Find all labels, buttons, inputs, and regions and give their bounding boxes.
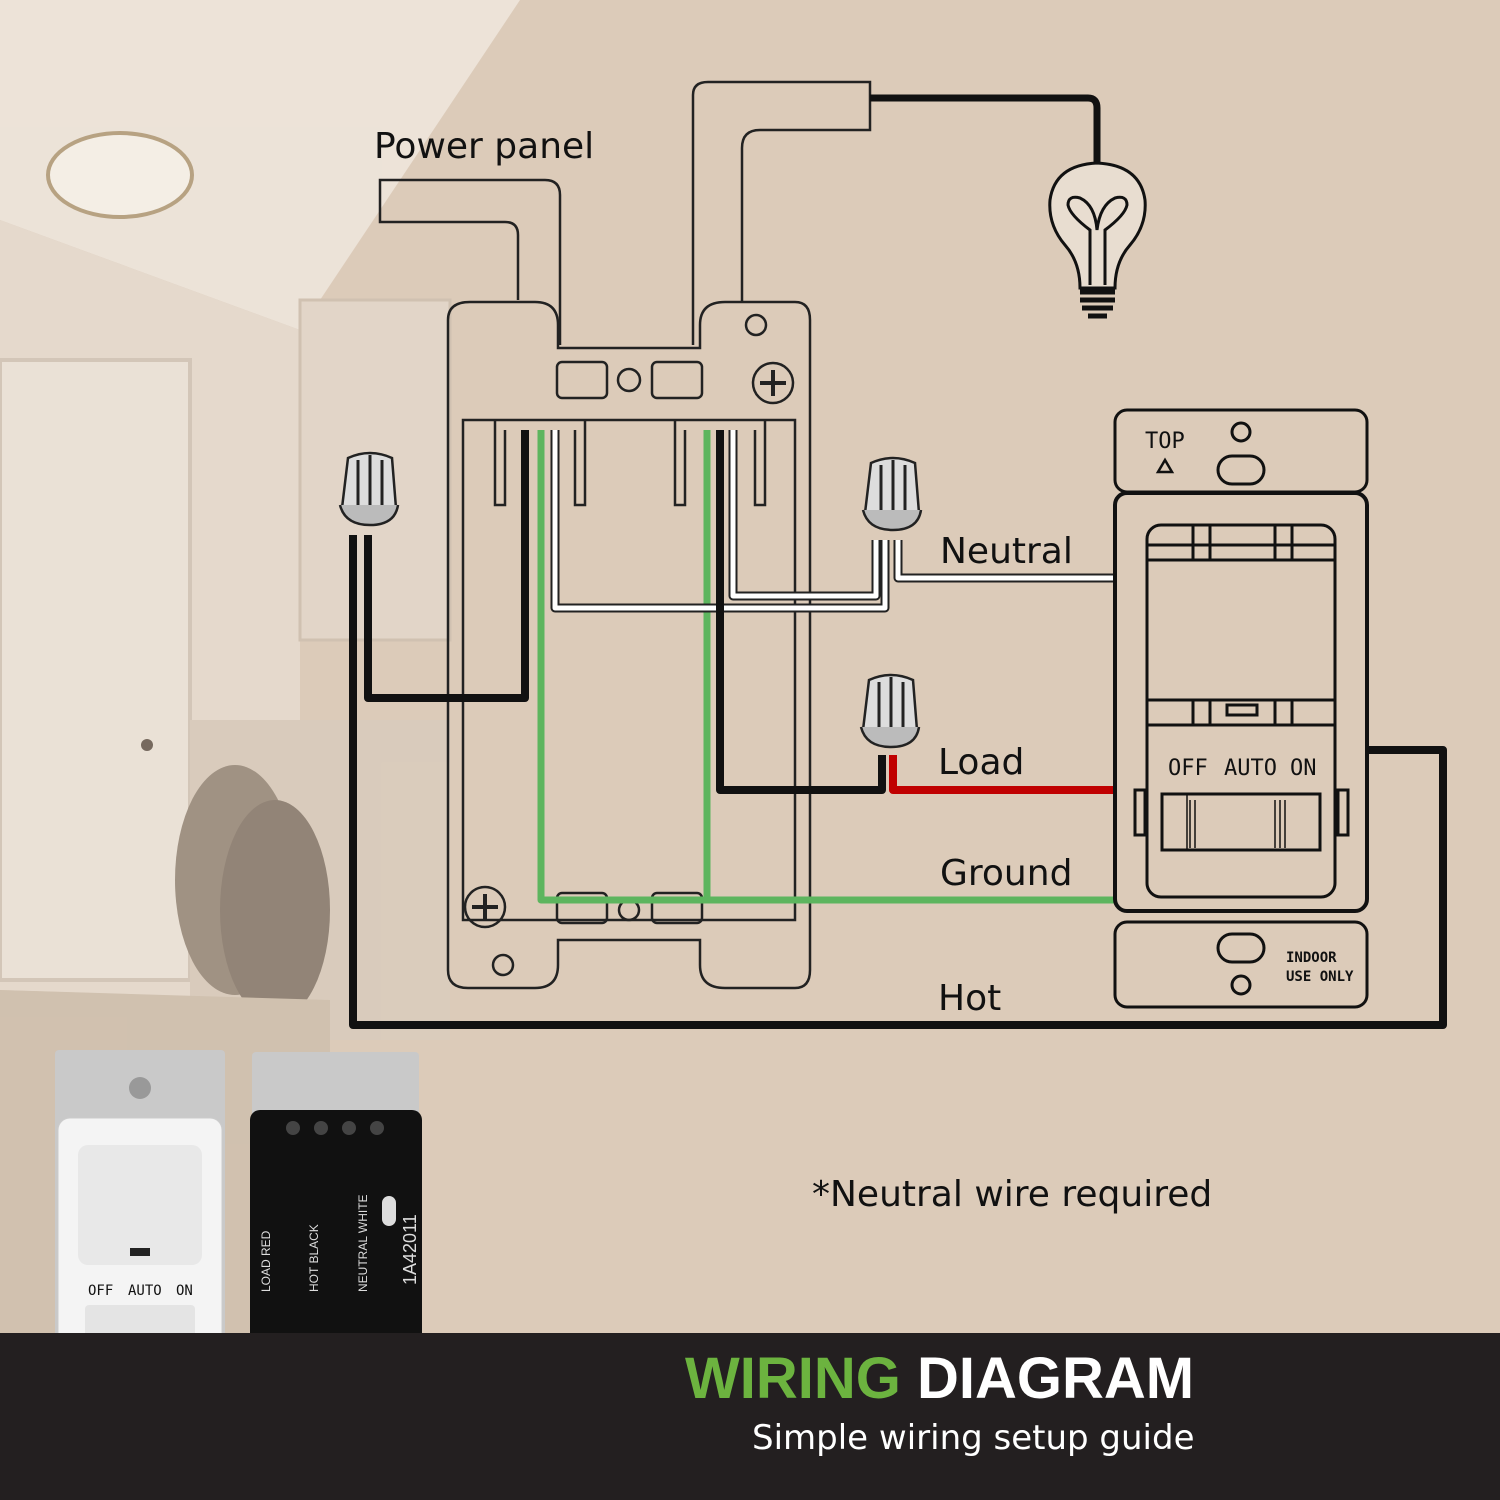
banner-title-rest: DIAGRAM bbox=[916, 1346, 1195, 1411]
wire-to-lamp bbox=[870, 94, 1101, 168]
model-number: 1A42011 bbox=[400, 1214, 420, 1285]
indoor-label-2: USE ONLY bbox=[1286, 969, 1354, 985]
footer-banner bbox=[0, 1333, 1500, 1500]
wire-ground bbox=[537, 430, 1115, 904]
note-neutral-required: *Neutral wire required bbox=[812, 1174, 1212, 1215]
wire-load bbox=[889, 755, 1115, 794]
terminal-hot-black: HOT BLACK bbox=[307, 1224, 321, 1292]
switch-mode-on: ON bbox=[1290, 756, 1317, 781]
front-mode-auto: AUTO bbox=[128, 1283, 162, 1299]
wire-hot-box bbox=[364, 430, 529, 702]
switch-mode-off: OFF bbox=[1168, 756, 1208, 781]
motion-sensor-switch bbox=[1113, 408, 1369, 1009]
label-hot: Hot bbox=[938, 978, 1001, 1019]
switch-top-label: TOP bbox=[1145, 429, 1185, 454]
label-ground: Ground bbox=[940, 853, 1072, 894]
front-mode-off: OFF bbox=[88, 1283, 113, 1299]
indoor-label-1: INDOOR bbox=[1286, 950, 1337, 966]
wire-nut-icon bbox=[861, 456, 923, 532]
label-power-panel: Power panel bbox=[374, 126, 594, 167]
label-neutral: Neutral bbox=[940, 531, 1073, 572]
terminal-load-red: LOAD RED bbox=[259, 1230, 273, 1292]
banner-title-accent: WIRING bbox=[685, 1346, 901, 1411]
label-load: Load bbox=[938, 742, 1024, 783]
wire-hot bbox=[349, 535, 1447, 1029]
wire-nut-icon bbox=[338, 451, 400, 527]
terminal-neutral-white: NEUTRAL WHITE bbox=[356, 1194, 370, 1292]
banner-subtitle: Simple wiring setup guide bbox=[752, 1418, 1195, 1458]
wires bbox=[349, 430, 1447, 1029]
electrical-box bbox=[446, 300, 812, 990]
banner-title: WIRING DIAGRAM bbox=[685, 1345, 1194, 1412]
front-mode-on: ON bbox=[176, 1283, 193, 1299]
light-bulb-icon bbox=[1048, 161, 1147, 319]
switch-mode-auto: AUTO bbox=[1224, 756, 1277, 781]
wire-load-box bbox=[716, 430, 886, 794]
wire-nut-icon bbox=[859, 673, 921, 749]
conduit-power-panel bbox=[378, 80, 872, 345]
